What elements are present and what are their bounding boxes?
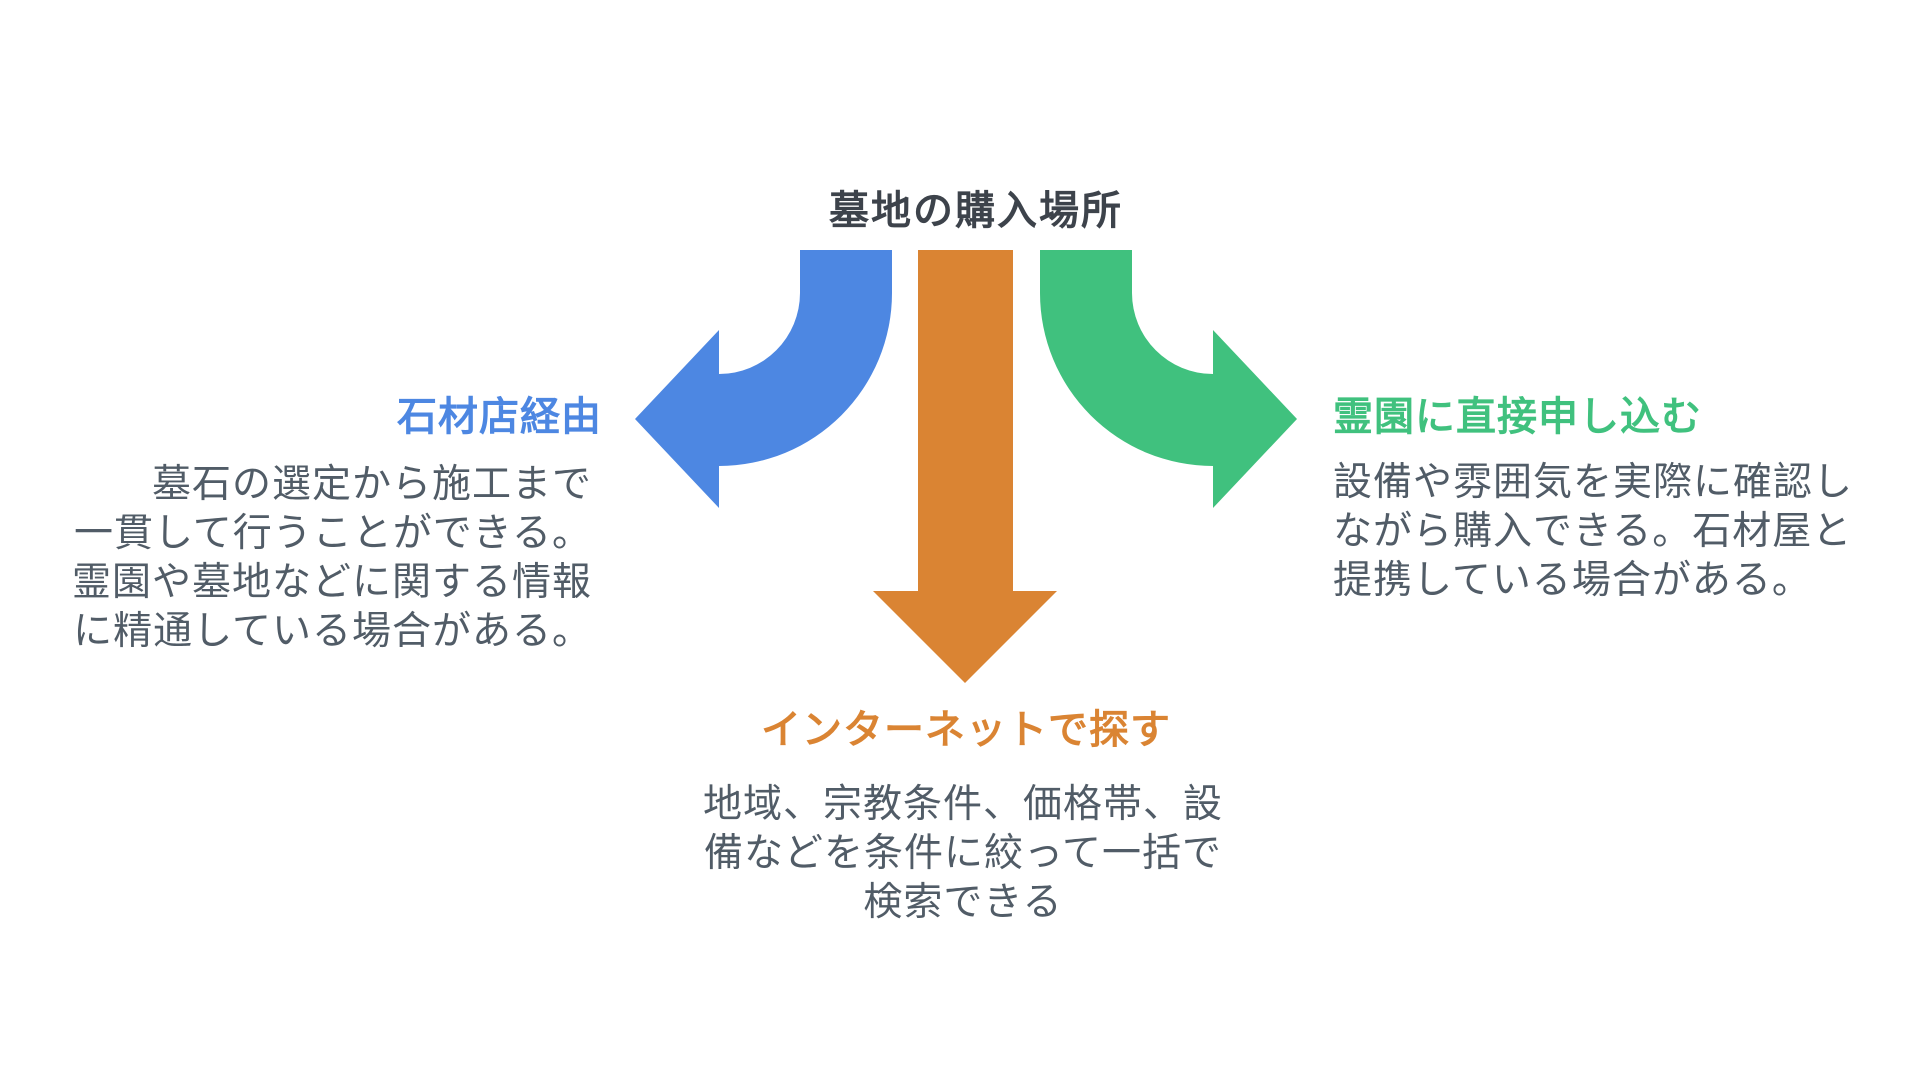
diagram-title: 墓地の購入場所: [829, 189, 1123, 233]
branch-description-stone-shop: 墓石の選定から施工まで 一貫して行うことができる。 霊園や墓地などに関する情報 …: [71, 463, 592, 653]
branch-description-internet: 地域、宗教条件、価格帯、設 備などを条件に絞って一括で 検索できる: [702, 783, 1223, 924]
straight-arrow-down-icon: [873, 250, 1057, 683]
curved-arrow-right-icon: [1040, 250, 1297, 508]
branch-description-cemetery-direct: 設備や雰囲気を実際に確認し ながら購入できる。石材屋と 提携している場合がある。: [1333, 461, 1854, 602]
curved-arrow-left-icon: [635, 250, 892, 508]
branch-label-stone-shop: 石材店経由: [397, 395, 602, 439]
branch-label-cemetery-direct: 霊園に直接申し込む: [1333, 395, 1702, 439]
branch-label-internet: インターネットで探す: [761, 708, 1171, 752]
